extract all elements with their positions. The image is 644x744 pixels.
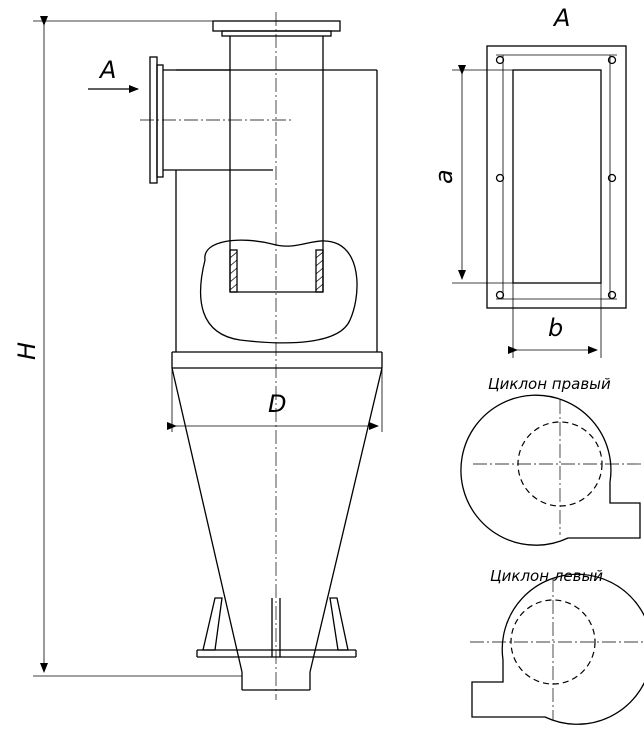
inlet-duct: [140, 56, 292, 184]
diameter-dimension: D: [167, 368, 383, 432]
inlet-width-label: a: [430, 169, 458, 184]
cone: [171, 352, 383, 691]
inlet-height-label: b: [548, 314, 563, 342]
cutaway-section: [199, 239, 358, 344]
view-arrow-label: A: [98, 56, 116, 84]
left-cyclone-plan: Циклон левый: [470, 567, 644, 725]
height-label: H: [13, 342, 41, 360]
support-frame: [196, 597, 357, 658]
cyclone-elevation: D H A: [13, 12, 383, 700]
view-a-title: A: [552, 4, 570, 32]
view-arrow: A: [88, 56, 139, 93]
cylinder-body: [172, 69, 382, 353]
outlet-pipe: [212, 20, 341, 293]
height-dimension: H: [13, 16, 242, 677]
diameter-label: D: [268, 390, 286, 418]
left-cyclone-label: Циклон левый: [490, 567, 603, 585]
right-cyclone-plan: Циклон правый: [460, 375, 644, 546]
inlet-flange-view: A a b: [430, 4, 627, 358]
right-cyclone-label: Циклон правый: [488, 375, 611, 393]
